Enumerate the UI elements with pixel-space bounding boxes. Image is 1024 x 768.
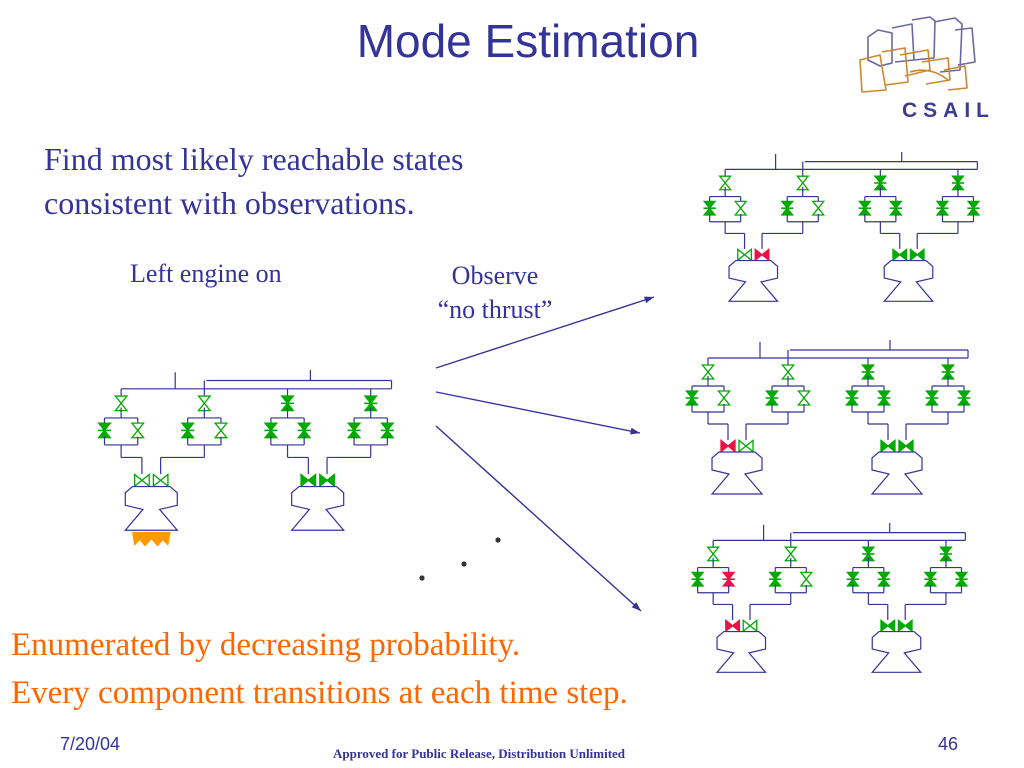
arrow-to-candidate-2-head — [630, 427, 640, 435]
valve-open-icon — [718, 175, 732, 191]
engine-nozzle-right — [882, 259, 935, 302]
valve-closed-icon — [897, 618, 913, 633]
valve-open-icon — [701, 364, 715, 380]
valve-open-icon — [811, 200, 826, 216]
ellipsis-dot — [495, 537, 501, 543]
observe-line-2: “no thrust” — [437, 295, 553, 324]
engine-nozzle-right — [870, 451, 924, 495]
valve-open-icon — [130, 422, 145, 439]
transition-arrows — [435, 296, 655, 612]
valve-closed-icon — [380, 422, 395, 439]
note-transitions: Every component transitions at each time… — [11, 675, 628, 711]
valve-closed-icon — [909, 247, 925, 262]
valve-faulty-icon — [754, 247, 770, 262]
ellipsis-dot — [419, 575, 425, 581]
valve-closed-icon — [180, 422, 195, 439]
initial-state-diagram — [97, 370, 395, 547]
engine-nozzle-left — [727, 259, 779, 302]
arrow-to-candidate-3-head — [631, 602, 641, 611]
valve-closed-icon — [97, 422, 112, 439]
valve-open-icon — [783, 546, 798, 562]
valve-closed-icon — [846, 571, 860, 587]
valve-open-icon — [113, 395, 129, 412]
arrow-to-candidate-1-head — [644, 296, 654, 304]
release-footer: Approved for Public Release, Distributio… — [333, 746, 626, 761]
intro-line-1: Find most likely reachable states — [44, 141, 464, 177]
valve-open-icon — [737, 247, 752, 262]
valve-closed-icon — [898, 439, 914, 453]
valve-open-icon — [781, 364, 795, 380]
ellipsis-dots — [419, 537, 501, 581]
valve-closed-icon — [319, 473, 335, 488]
valve-open-icon — [133, 473, 150, 488]
valve-closed-icon — [880, 618, 896, 633]
note-enumerated: Enumerated by decreasing probability. — [11, 627, 521, 663]
engine-nozzle-right — [290, 485, 345, 531]
valve-open-icon — [717, 390, 731, 406]
slide-title: Mode Estimation — [356, 15, 700, 67]
slide-number: 46 — [938, 734, 959, 754]
valve-open-icon — [795, 175, 810, 191]
valve-closed-icon — [880, 439, 896, 453]
arrow-to-candidate-1 — [435, 296, 655, 369]
valve-open-icon — [797, 390, 811, 406]
engine-nozzle-left — [123, 485, 179, 531]
engine-nozzle-right — [870, 630, 923, 673]
valve-open-icon — [213, 422, 229, 439]
valve-open-icon — [197, 395, 212, 412]
candidate-state-3-diagram — [690, 522, 969, 673]
csail-logo-text: CSAIL — [902, 99, 995, 122]
valve-open-icon — [733, 200, 748, 216]
arrow-to-candidate-3 — [435, 425, 642, 612]
valve-open-icon — [742, 618, 758, 633]
engine-nozzle-left — [710, 451, 764, 495]
observe-label: Observe “no thrust” — [410, 259, 580, 327]
valve-faulty-icon — [720, 439, 736, 453]
left-engine-label: Left engine on — [130, 259, 282, 288]
slide-date: 7/20/04 — [60, 734, 121, 754]
candidate-state-1-diagram — [702, 151, 981, 302]
valve-closed-icon — [858, 200, 872, 216]
intro-text: Find most likely reachable states consis… — [44, 137, 463, 225]
ellipsis-dot — [461, 561, 467, 567]
observe-line-1: Observe — [451, 261, 539, 290]
candidate-state-2-diagram — [685, 340, 971, 495]
valve-open-icon — [152, 473, 169, 488]
valve-closed-icon — [346, 422, 362, 439]
valve-open-icon — [738, 439, 754, 453]
valve-closed-icon — [300, 473, 317, 488]
valve-open-icon — [706, 546, 720, 562]
engine-flame-icon — [131, 531, 171, 547]
engine-nozzle-left — [715, 630, 767, 673]
arrow-to-candidate-2 — [435, 391, 641, 434]
valve-faulty-icon — [725, 618, 740, 633]
intro-line-2: consistent with observations. — [44, 185, 415, 221]
valve-open-icon — [799, 571, 814, 587]
valve-closed-icon — [892, 247, 908, 262]
